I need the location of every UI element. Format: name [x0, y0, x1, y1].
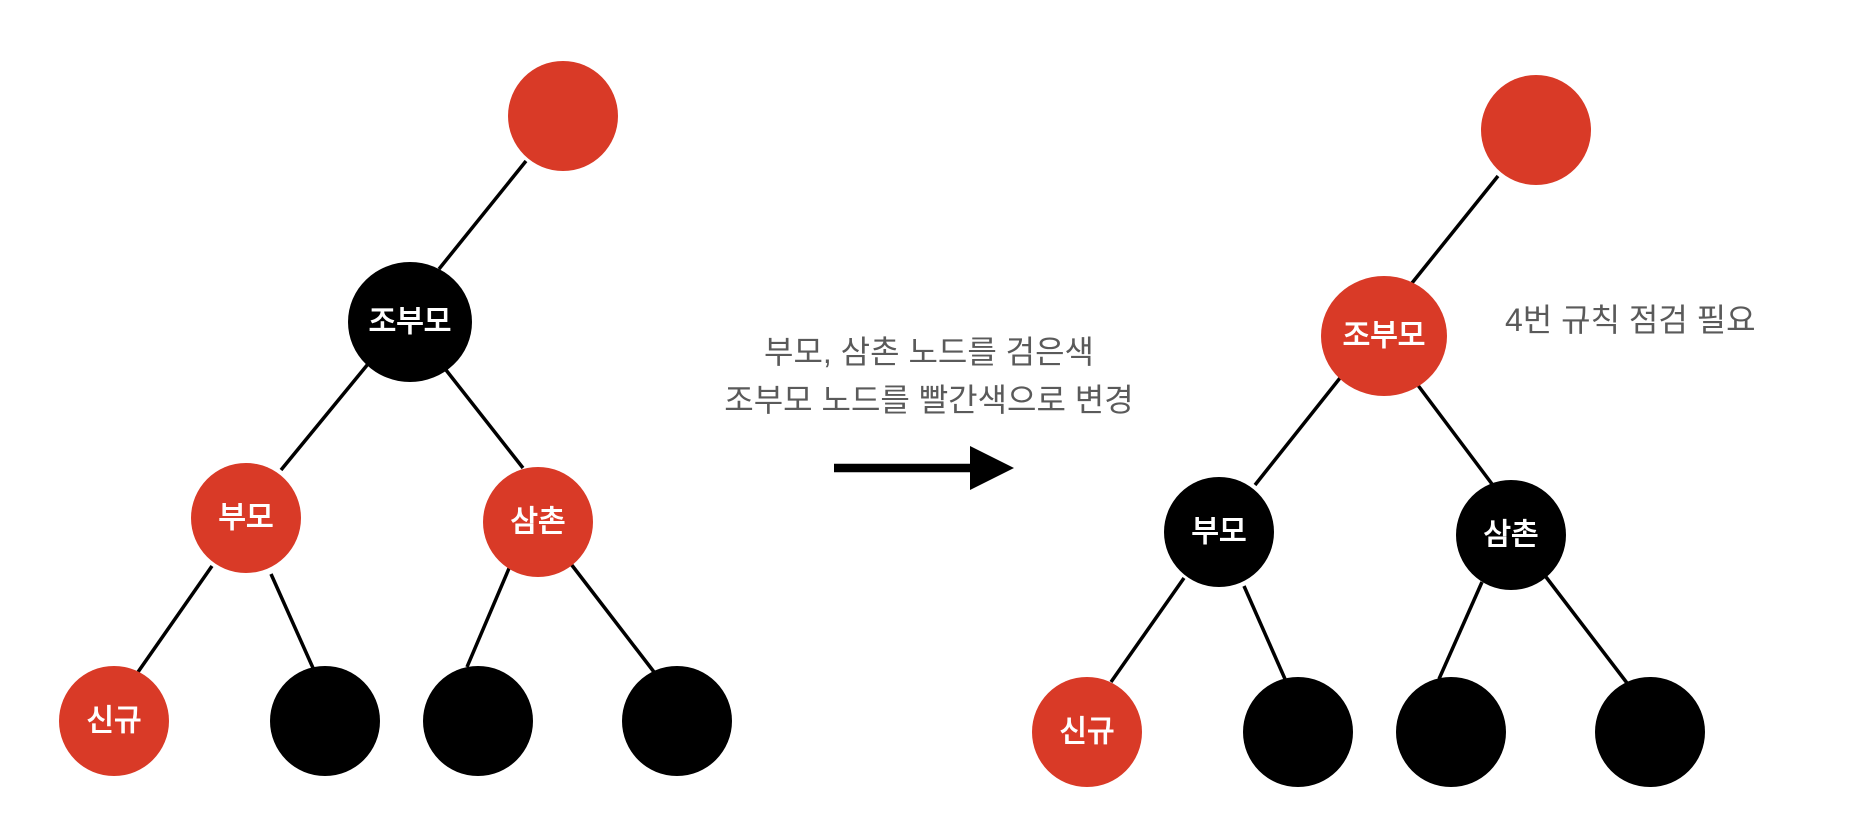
- node-circle: [1456, 480, 1566, 590]
- node-circle: [1164, 477, 1274, 587]
- left-leaf-nodes: [270, 666, 732, 776]
- node-label: 삼촌: [510, 506, 565, 539]
- node-label: 신규: [86, 705, 141, 738]
- node-circle: [1481, 75, 1591, 185]
- node-circle: [348, 262, 472, 382]
- right-arrow-icon: [834, 446, 1014, 490]
- left-node-parent: 부모: [191, 463, 301, 573]
- transition: 부모, 삼촌 노드를 검은색 조부모 노드를 빨간색으로 변경: [724, 334, 1134, 490]
- edge-grandparent-parent: [1253, 376, 1342, 487]
- edge-parent-new-node: [136, 564, 214, 674]
- edge-uncle-right-leaf: [569, 562, 656, 674]
- edge-grandparent-uncle: [1415, 382, 1494, 486]
- right-tree: 조부모 부모 삼촌 신규 4번 규칙 점검 필요: [1032, 75, 1756, 787]
- right-node-grandparent: 조부모: [1321, 276, 1447, 396]
- left-node-new: 신규: [59, 666, 169, 776]
- node-circle: [483, 467, 593, 577]
- edge-parent-leaf: [269, 573, 315, 669]
- transition-caption-line1: 부모, 삼촌 노드를 검은색: [764, 334, 1094, 370]
- leaf-node: [1396, 677, 1506, 787]
- left-node-grandparent: 조부모: [348, 262, 472, 382]
- leaf-node: [423, 666, 533, 776]
- left-tree: 조부모 부모 삼촌 신규: [59, 61, 732, 776]
- transition-caption-line2: 조부모 노드를 빨간색으로 변경: [724, 382, 1133, 418]
- leaf-node: [1595, 677, 1705, 787]
- leaf-node: [1243, 677, 1353, 787]
- node-label: 부모: [218, 502, 273, 535]
- edge-uncle-left-leaf: [1437, 581, 1484, 680]
- node-label: 조부모: [1343, 320, 1426, 353]
- right-node-new: 신규: [1032, 677, 1142, 787]
- edge-parent-leaf: [1242, 585, 1287, 680]
- edge-uncle-right-leaf: [1544, 575, 1629, 685]
- left-tree-edges: [136, 159, 656, 674]
- node-label: 부모: [1191, 516, 1246, 549]
- edge-parent-new-node: [1109, 576, 1186, 684]
- right-node-parent: 부모: [1164, 477, 1274, 587]
- node-label: 신규: [1059, 716, 1114, 749]
- node-circle: [59, 666, 169, 776]
- edge-grandparent-uncle: [444, 368, 525, 470]
- left-node-uncle: 삼촌: [483, 467, 593, 577]
- node-circle: [508, 61, 618, 171]
- edge-root-grandparent: [437, 159, 528, 271]
- rule-check-note: 4번 규칙 점검 필요: [1505, 302, 1756, 338]
- node-label: 삼촌: [1483, 519, 1538, 552]
- right-tree-edges: [1109, 174, 1629, 685]
- left-node-root: [508, 61, 618, 171]
- edge-root-grandparent: [1410, 174, 1500, 285]
- arrow-head: [970, 446, 1014, 490]
- node-circle: [191, 463, 301, 573]
- node-circle: [1321, 276, 1447, 396]
- right-node-uncle: 삼촌: [1456, 480, 1566, 590]
- leaf-node: [270, 666, 380, 776]
- right-leaf-nodes: [1243, 677, 1705, 787]
- leaf-node: [622, 666, 732, 776]
- node-label: 조부모: [369, 306, 452, 339]
- node-circle: [1032, 677, 1142, 787]
- right-node-root: [1481, 75, 1591, 185]
- edge-grandparent-parent: [279, 362, 370, 472]
- edge-uncle-left-leaf: [465, 565, 512, 668]
